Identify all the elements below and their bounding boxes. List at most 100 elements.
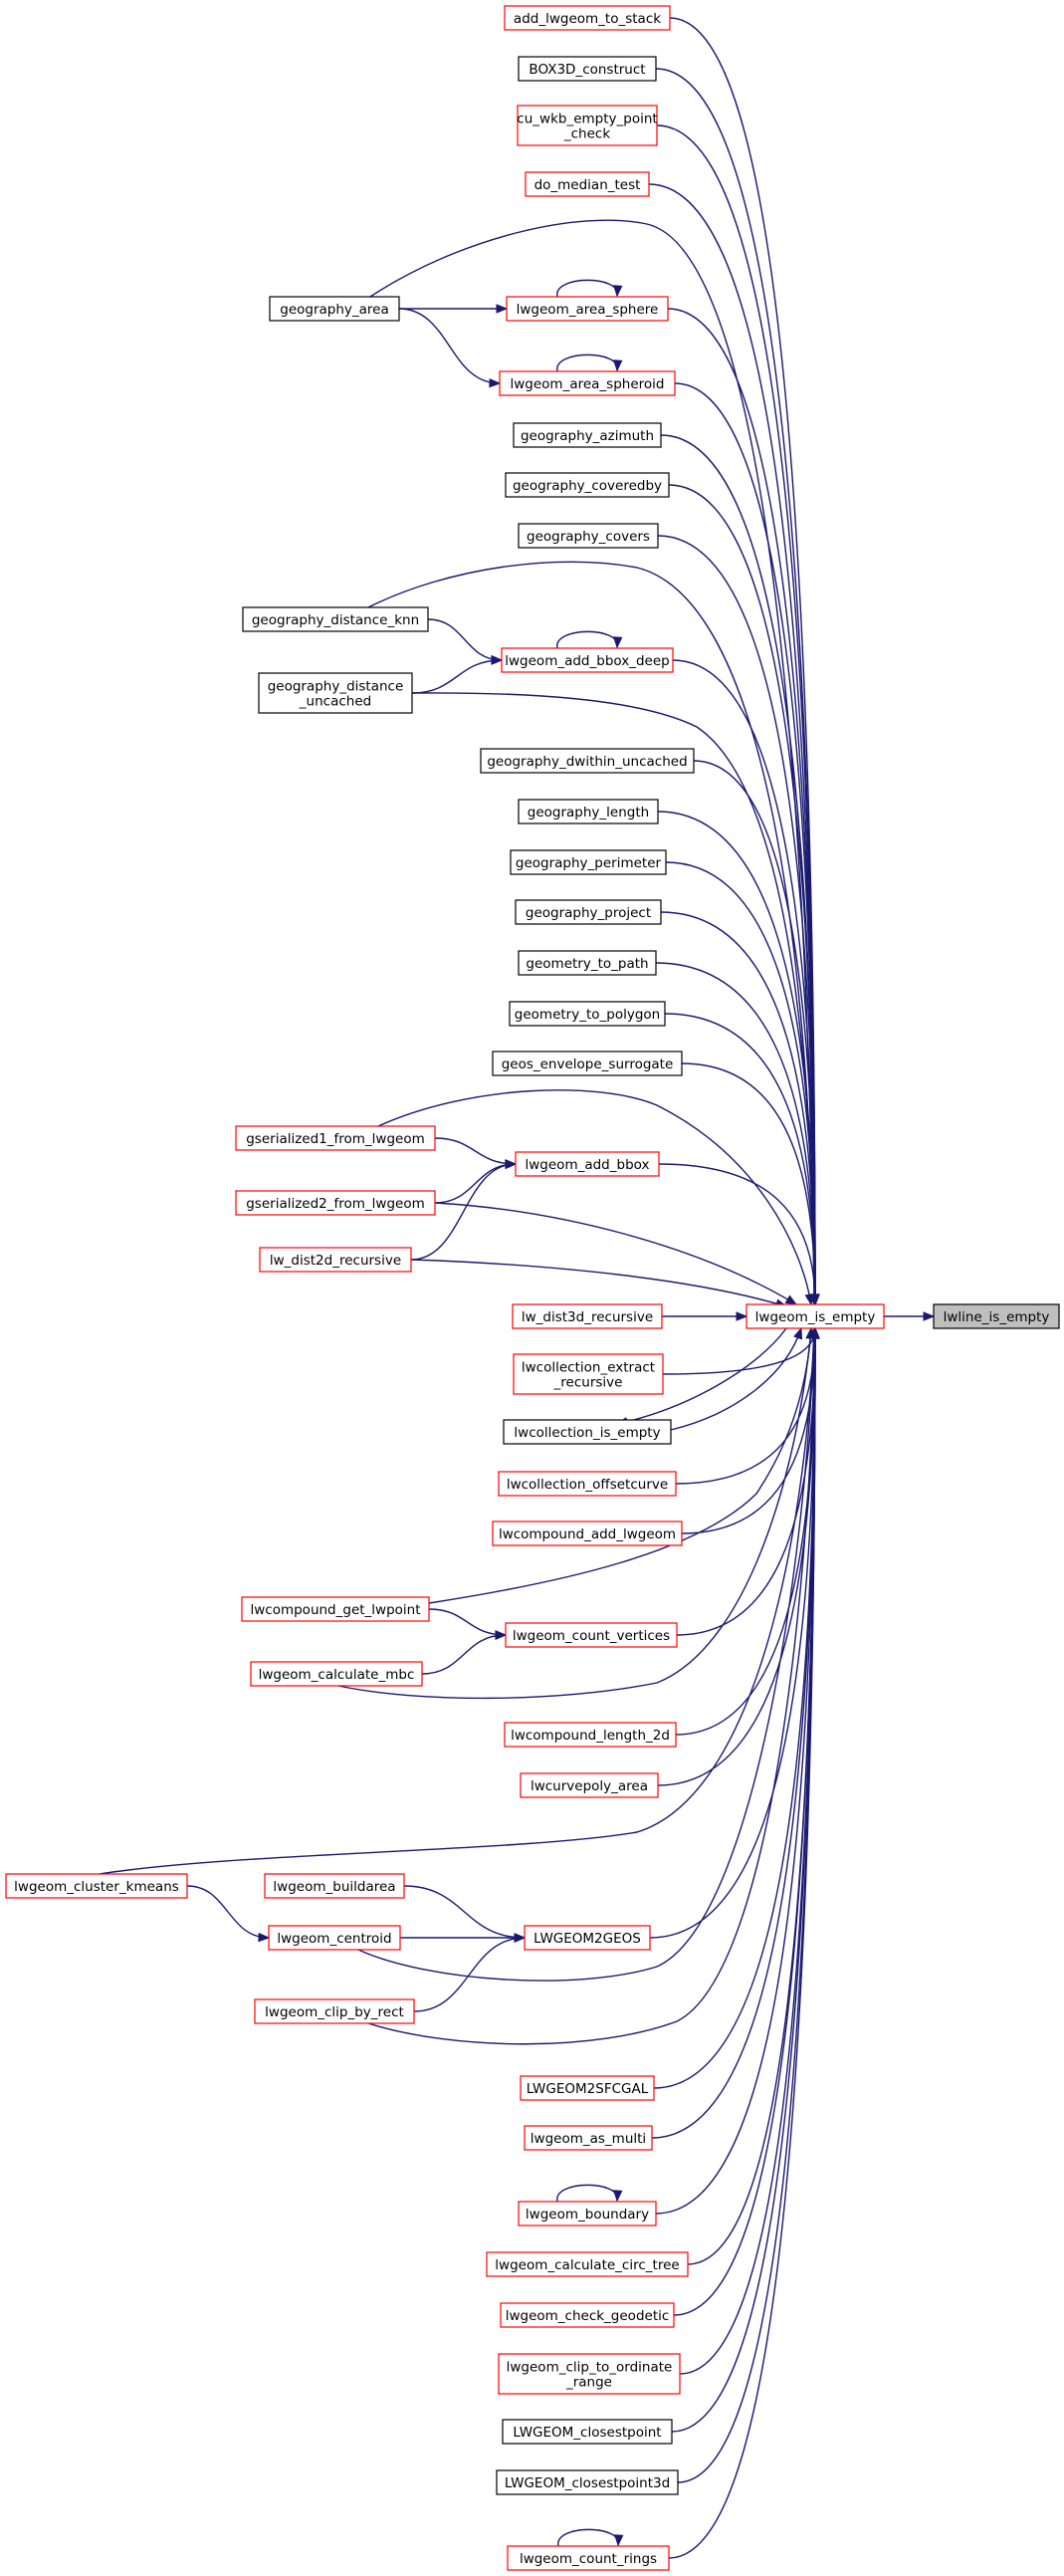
edge-lwgeom_buildarea-to-LWGEOM2GEOS: [403, 1885, 526, 1939]
edge-lw_dist3d_recursive-to-lwgeom_is_empty-arrowhead: [736, 1311, 748, 1321]
edge-geography_dwithin_uncached-to-lwgeom_is_empty: [693, 760, 816, 1305]
node-box: [250, 1661, 423, 1687]
node-lw_dist3d_recursive[interactable]: lw_dist3d_recursive: [512, 1303, 663, 1329]
node-label: lwgeom_as_multi: [531, 2131, 646, 2147]
edge-lwgeom_area_sphere-to-lwgeom_area_sphere: [556, 279, 618, 298]
node-lwcurvepoly_area[interactable]: lwcurvepoly_area: [520, 1772, 659, 1798]
edge-lwcollection_is_empty-to-lwgeom_is_empty-arrowhead: [793, 1326, 803, 1340]
node-lwgeom_boundary[interactable]: lwgeom_boundary: [518, 2201, 657, 2226]
node-geography_area[interactable]: geography_area: [269, 296, 400, 322]
node-geography_dwithin_uncached[interactable]: geography_dwithin_uncached: [480, 748, 695, 774]
node-box: [235, 1125, 436, 1151]
node-do_median_test[interactable]: do_median_test: [525, 171, 650, 197]
node-lwcollection_extract_recursive[interactable]: lwcollection_extract_recursive: [513, 1353, 664, 1395]
node-box: [502, 2419, 673, 2445]
node-cu_wkb_empty_point_check[interactable]: cu_wkb_empty_point_check: [517, 105, 658, 146]
node-lwgeom_count_rings[interactable]: lwgeom_count_rings: [507, 2545, 670, 2571]
node-box: [518, 2201, 657, 2226]
node-BOX3D_construct[interactable]: BOX3D_construct: [518, 56, 657, 82]
node-label: geometry_to_path: [526, 956, 648, 972]
node-lwgeom_clip_by_rect[interactable]: lwgeom_clip_by_rect: [254, 1998, 415, 2024]
node-lwcollection_offsetcurve[interactable]: lwcollection_offsetcurve: [498, 1471, 677, 1497]
node-lwcompound_get_lwpoint[interactable]: lwcompound_get_lwpoint: [241, 1596, 430, 1622]
node-box: [505, 1622, 678, 1648]
node-lwgeom_check_geodetic[interactable]: lwgeom_check_geodetic: [500, 2302, 675, 2328]
node-geography_azimuth[interactable]: geography_azimuth: [513, 422, 662, 448]
node-label: LWGEOM2SFCGAL: [527, 2081, 649, 2097]
node-lwgeom_add_bbox_deep[interactable]: lwgeom_add_bbox_deep: [501, 647, 674, 673]
node-label: lwgeom_calculate_circ_tree: [495, 2257, 679, 2273]
node-box: [259, 1247, 412, 1273]
edge-lwgeom_is_empty-to-lwline_is_empty-arrowhead: [923, 1311, 936, 1321]
node-geography_coveredby[interactable]: geography_coveredby: [505, 472, 670, 498]
node-label: lwcollection_extract: [522, 1360, 655, 1376]
node-lwgeom_add_bbox[interactable]: lwgeom_add_bbox: [515, 1151, 660, 1177]
node-label: do_median_test: [534, 177, 641, 193]
edge-gserialized1_from_lwgeom-to-lwgeom_is_empty: [377, 1089, 812, 1305]
node-box: [500, 2302, 675, 2328]
node-geography_distance_knn[interactable]: geography_distance_knn: [242, 606, 429, 632]
edge-lwgeom_area_spheroid-to-lwgeom_area_spheroid: [556, 353, 618, 372]
node-box: [498, 1471, 677, 1497]
edge-lwgeom_add_bbox-to-lwgeom_is_empty-arrowhead: [810, 1293, 820, 1306]
edge-geometry_to_path-to-lwgeom_is_empty: [655, 962, 816, 1305]
node-box: [518, 56, 657, 82]
node-geometry_to_polygon[interactable]: geometry_to_polygon: [509, 1001, 666, 1027]
node-box: [498, 2353, 681, 2395]
node-lwcollection_is_empty[interactable]: lwcollection_is_empty: [503, 1419, 672, 1445]
node-label: geography_area: [280, 302, 389, 318]
node-gserialized1_from_lwgeom[interactable]: gserialized1_from_lwgeom: [235, 1125, 436, 1151]
node-geography_perimeter[interactable]: geography_perimeter: [510, 849, 667, 875]
node-LWGEOM_closestpoint[interactable]: LWGEOM_closestpoint: [502, 2419, 673, 2445]
node-lwline_is_empty[interactable]: lwline_is_empty: [933, 1303, 1060, 1329]
node-lwgeom_centroid[interactable]: lwgeom_centroid: [268, 1925, 401, 1951]
node-lwgeom_buildarea[interactable]: lwgeom_buildarea: [264, 1873, 405, 1899]
node-lwcompound_length_2d[interactable]: lwcompound_length_2d: [504, 1722, 677, 1748]
node-label: lw_dist3d_recursive: [522, 1309, 653, 1325]
node-lwgeom_area_sphere[interactable]: lwgeom_area_sphere: [506, 296, 669, 322]
edge-lwcollection_is_empty-to-lwgeom_is_empty: [670, 1327, 802, 1431]
node-label: lwgeom_add_bbox: [526, 1157, 650, 1173]
node-label: lwcurvepoly_area: [531, 1778, 648, 1794]
node-lwgeom_calculate_circ_tree[interactable]: lwgeom_calculate_circ_tree: [486, 2251, 689, 2277]
node-label: LWGEOM2GEOS: [533, 1931, 641, 1947]
node-label: lwline_is_empty: [944, 1309, 1050, 1325]
node-gserialized2_from_lwgeom[interactable]: gserialized2_from_lwgeom: [235, 1190, 436, 1216]
edge-lwgeom_add_bbox_deep-to-lwgeom_add_bbox_deep: [556, 630, 618, 649]
node-lwgeom_as_multi[interactable]: lwgeom_as_multi: [524, 2125, 653, 2151]
node-box: [505, 472, 670, 498]
node-label: lwcompound_add_lwgeom: [499, 1526, 676, 1542]
edge-gserialized2_from_lwgeom-to-lwgeom_is_empty-arrowhead: [784, 1294, 798, 1305]
node-add_lwgeom_to_stack[interactable]: add_lwgeom_to_stack: [504, 5, 671, 31]
edge-lwgeom_count_rings-to-lwgeom_is_empty: [668, 1327, 816, 2559]
node-geography_project[interactable]: geography_project: [515, 899, 662, 925]
edge-lwgeom_boundary-to-lwgeom_boundary: [556, 2184, 618, 2203]
node-lwgeom_clip_to_ordinate_range[interactable]: lwgeom_clip_to_ordinate_range: [498, 2353, 681, 2395]
node-label: lwgeom_buildarea: [273, 1879, 395, 1895]
edge-lwgeom_centroid-to-lwgeom_is_empty: [357, 1327, 815, 1982]
node-lwgeom_calculate_mbc[interactable]: lwgeom_calculate_mbc: [250, 1661, 423, 1687]
node-label: lwgeom_count_rings: [520, 2551, 657, 2567]
edge-lwcompound_get_lwpoint-to-lwgeom_count_vertices: [428, 1608, 507, 1636]
node-label: lwcompound_length_2d: [511, 1728, 670, 1744]
node-LWGEOM2SFCGAL[interactable]: LWGEOM2SFCGAL: [520, 2075, 655, 2101]
node-geography_covers[interactable]: geography_covers: [518, 523, 659, 549]
node-lw_dist2d_recursive[interactable]: lw_dist2d_recursive: [259, 1247, 412, 1273]
node-label: lwgeom_area_spheroid: [511, 376, 665, 392]
node-LWGEOM2GEOS[interactable]: LWGEOM2GEOS: [524, 1925, 651, 1951]
node-box: [496, 2469, 679, 2495]
node-lwgeom_count_vertices[interactable]: lwgeom_count_vertices: [505, 1622, 678, 1648]
edge-lwgeom_cluster_kmeans-to-lwgeom_centroid: [186, 1885, 270, 1939]
node-geography_distance_uncached[interactable]: geography_distance_uncached: [258, 672, 413, 714]
node-box: [242, 606, 429, 632]
node-label: geography_project: [526, 905, 651, 921]
node-geos_envelope_surrogate[interactable]: geos_envelope_surrogate: [492, 1051, 683, 1076]
node-lwgeom_cluster_kmeans[interactable]: lwgeom_cluster_kmeans: [5, 1873, 188, 1899]
node-lwcompound_add_lwgeom[interactable]: lwcompound_add_lwgeom: [492, 1521, 683, 1546]
node-box: [518, 523, 659, 549]
node-LWGEOM_closestpoint3d[interactable]: LWGEOM_closestpoint3d: [496, 2469, 679, 2495]
node-lwgeom_area_spheroid[interactable]: lwgeom_area_spheroid: [499, 370, 676, 396]
node-lwgeom_is_empty[interactable]: lwgeom_is_empty: [745, 1303, 885, 1329]
node-geometry_to_path[interactable]: geometry_to_path: [518, 950, 657, 976]
node-geography_length[interactable]: geography_length: [518, 799, 659, 824]
